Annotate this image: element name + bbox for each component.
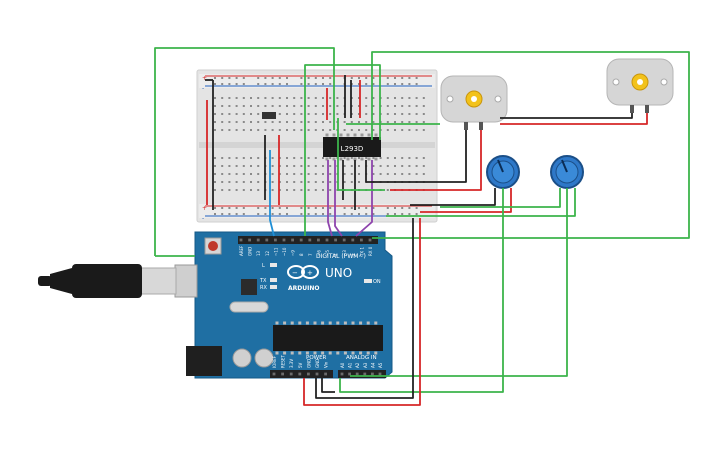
rail-minus-label-bottom: - xyxy=(202,215,204,222)
power-pin-label: GND xyxy=(306,359,311,368)
digital-pin-label: 13 xyxy=(256,250,261,256)
digital-pin-label: 7 xyxy=(308,253,313,256)
usb-port xyxy=(174,264,198,298)
wire-purple-2 xyxy=(334,160,343,237)
reset-button-cap[interactable] xyxy=(208,241,218,251)
power-header xyxy=(270,370,333,378)
usb-cable xyxy=(38,264,177,298)
breadboard-holes xyxy=(214,77,425,215)
dc-motor-right[interactable] xyxy=(606,58,674,113)
digital-header xyxy=(238,236,378,244)
rail-plus-label: + xyxy=(202,75,207,82)
wire-purple-3 xyxy=(355,160,373,237)
capacitor-1 xyxy=(232,348,252,368)
digital-header-label: DIGITAL (PWM~) xyxy=(316,253,366,260)
svg-text:+: + xyxy=(307,269,313,277)
digital-pin-label: ~3 xyxy=(342,250,347,256)
led-rx xyxy=(270,285,277,289)
power-pin-label: 5V xyxy=(298,362,303,368)
analog-pin-label: A1 xyxy=(348,362,353,368)
digital-pin-label: ~6 xyxy=(316,250,321,256)
atmega-chip xyxy=(273,325,383,351)
power-pin-label: RESET xyxy=(281,355,286,368)
wire-blue xyxy=(269,150,275,237)
analog-pin-label: A5 xyxy=(378,362,383,368)
power-pin-label: GND xyxy=(315,359,320,368)
wire-motor-left-red xyxy=(390,130,482,191)
power-header-label: POWER xyxy=(306,355,327,361)
analog-header xyxy=(338,370,386,378)
analog-pin-label: A2 xyxy=(355,362,360,368)
digital-pin-label: 12 xyxy=(265,250,270,256)
digital-pin-label: 2 xyxy=(351,253,356,256)
usb-chip xyxy=(241,279,257,295)
wires xyxy=(154,47,690,406)
digital-pin-label: ~5 xyxy=(325,250,330,256)
brand-label: ARDUINO xyxy=(288,285,319,292)
digital-pin-label: ~9 xyxy=(291,250,296,256)
analog-pin-label: A3 xyxy=(363,362,368,368)
arduino-logo: − + xyxy=(287,265,319,279)
wire-motor-left-black xyxy=(365,130,467,183)
on-label: ON xyxy=(373,279,381,285)
arduino-uno[interactable]: DIGITAL (PWM~) L TX RX ON − + UNO ARDUIN… xyxy=(38,231,393,379)
wire-green-outer-left xyxy=(154,47,335,256)
digital-pin-label: 4 xyxy=(334,253,339,256)
digital-pin-label: ~11 xyxy=(273,247,278,256)
potentiometer-right[interactable] xyxy=(550,155,584,189)
svg-text:−: − xyxy=(292,269,298,277)
wire-purple-1 xyxy=(327,160,333,237)
analog-pin-label: A0 xyxy=(340,362,345,368)
digital-pin-label: 8 xyxy=(299,253,304,256)
rail-plus-label-bottom: + xyxy=(202,205,207,212)
model-label: UNO xyxy=(325,266,352,280)
led-l-label: L xyxy=(262,263,265,269)
led-tx xyxy=(270,278,277,282)
digital-pin-holes xyxy=(239,238,372,242)
analog-header-label: ANALOG IN xyxy=(346,355,377,361)
digital-pin-label: GND xyxy=(248,247,253,256)
wire-green-top xyxy=(304,64,381,236)
power-jack xyxy=(186,346,222,376)
led-tx-label: TX xyxy=(259,278,267,284)
potentiometer-left[interactable] xyxy=(486,155,520,189)
led-l xyxy=(270,263,277,267)
led-on xyxy=(364,279,372,283)
power-pin-label: 3.3V xyxy=(289,359,294,368)
chip-label: L293D xyxy=(341,145,364,153)
power-pin-label: IOREF xyxy=(272,355,277,368)
crystal xyxy=(229,301,269,313)
power-pin-label: Vin xyxy=(324,361,329,368)
digital-pin-label: TX 1 xyxy=(359,247,364,257)
digital-pin-label: ~10 xyxy=(282,247,287,256)
digital-pin-label: RX 0 xyxy=(368,246,373,256)
breadboard-jumper xyxy=(262,112,276,119)
digital-pin-label: AREF xyxy=(239,245,244,256)
wire-green-outer-right xyxy=(371,51,690,239)
analog-pin-label: A4 xyxy=(370,362,375,368)
dc-motor-left[interactable] xyxy=(440,75,508,130)
breadboard: + - + - xyxy=(196,69,438,223)
rail-minus-label: - xyxy=(202,85,204,92)
capacitor-2 xyxy=(254,348,274,368)
led-rx-label: RX xyxy=(260,285,267,291)
